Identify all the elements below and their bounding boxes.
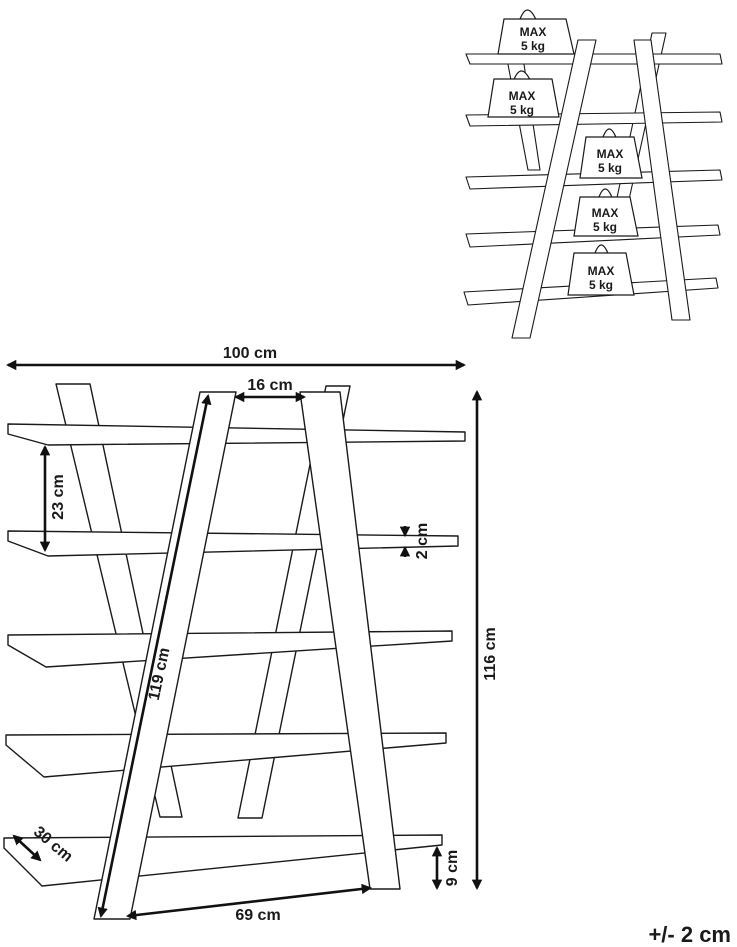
- clearance-label: 9 cm: [444, 850, 461, 886]
- weight-label-kg: 5 kg: [521, 39, 545, 53]
- kettlebell-icon: [573, 196, 639, 237]
- weight-label-max: MAX: [592, 206, 619, 220]
- base-width-label: 69 cm: [235, 907, 280, 924]
- width-label: 100 cm: [223, 345, 277, 362]
- top-gap-label: 16 cm: [247, 377, 292, 394]
- weight-2: MAX 5 kg: [487, 70, 560, 118]
- weight-5: MAX 5 kg: [567, 244, 635, 296]
- weight-label-max: MAX: [509, 89, 536, 103]
- shelf-spacing-label: 23 cm: [50, 474, 67, 519]
- shelf-3: [7, 630, 453, 668]
- leg-length-arrow: [97, 393, 212, 919]
- weight-label-kg: 5 kg: [598, 161, 622, 175]
- thumb-front-leg-right: [633, 39, 691, 321]
- weight-label-max: MAX: [597, 147, 624, 161]
- weight-label-max: MAX: [520, 25, 547, 39]
- shelf-1: [7, 423, 466, 446]
- weight-3: MAX 5 kg: [579, 128, 643, 179]
- weight-label-kg: 5 kg: [510, 103, 534, 117]
- front-leg-right: [299, 391, 401, 890]
- shelf-2: [7, 530, 459, 557]
- thickness-label: 2 cm: [414, 523, 431, 559]
- weight-label-kg: 5 kg: [593, 220, 617, 234]
- weight-label-kg: 5 kg: [589, 278, 613, 292]
- weight-4: MAX 5 kg: [573, 188, 639, 237]
- main-shelf: [3, 383, 466, 920]
- weight-label-max: MAX: [588, 264, 615, 278]
- tolerance-note: +/- 2 cm: [648, 922, 731, 947]
- base-width-arrow: [125, 883, 373, 921]
- kettlebell-icon: [567, 252, 635, 296]
- depth-arrow: [12, 834, 42, 862]
- thumb-front-leg-left: [511, 39, 597, 339]
- kettlebell-icon: [579, 136, 643, 179]
- thumb-shelf-1: [465, 53, 723, 65]
- height-label: 116 cm: [482, 627, 499, 680]
- kettlebell-icon: [497, 18, 575, 55]
- kettlebell-icon: [487, 78, 560, 118]
- weight-1: MAX 5 kg: [497, 9, 575, 55]
